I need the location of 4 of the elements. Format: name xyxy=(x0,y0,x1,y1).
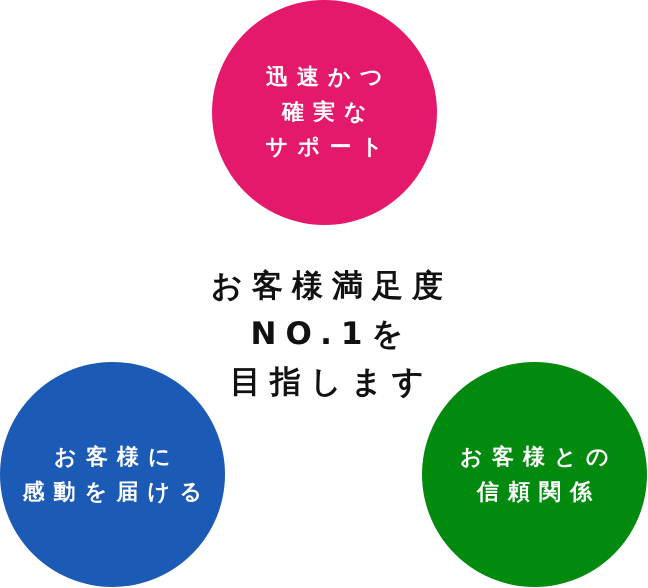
circle-label: お客様との信頼関係 xyxy=(459,444,618,506)
circle-label: 迅速かつ確実なサポート xyxy=(264,64,392,162)
circle-label: お客様に感動を届ける xyxy=(22,444,212,506)
center-slogan: お客様満足度NO.1を目指します xyxy=(210,267,452,402)
